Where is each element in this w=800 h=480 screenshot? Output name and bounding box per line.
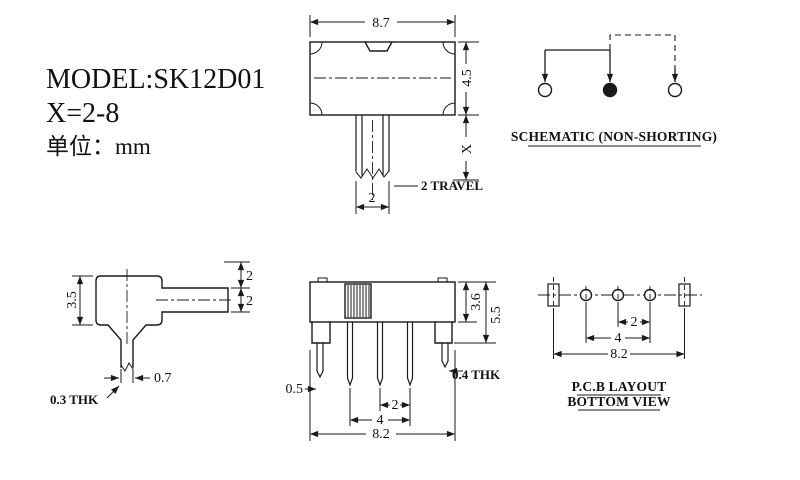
travel-label: 2 TRAVEL xyxy=(421,178,483,193)
dim-span: 4 xyxy=(377,413,384,428)
top-view-dimensions: 8.7 4.5 X 2 2 TRAVEL xyxy=(309,15,483,214)
x-range-label: X=2-8 xyxy=(46,98,119,129)
top-view-pins xyxy=(355,114,390,200)
dim-pitch: 2 xyxy=(392,398,399,413)
dim-top-width: 8.7 xyxy=(372,16,390,31)
side-body-outline xyxy=(95,275,229,368)
break-line xyxy=(120,362,134,372)
slider-knob xyxy=(344,283,372,319)
dim-pin-length-x: X xyxy=(460,144,475,154)
actuator-slot xyxy=(364,41,393,52)
switch-top-body xyxy=(309,41,456,116)
dim-pitch: 2 xyxy=(631,315,638,330)
dim-side-height: 3.5 xyxy=(65,291,80,309)
mounting-legs xyxy=(316,342,449,379)
dim-width: 8.2 xyxy=(610,347,628,362)
dim-offset: 2 xyxy=(246,269,253,284)
thickness-label: 0.3 THK xyxy=(50,392,99,407)
pcb-caption-line1: P.C.B LAYOUT xyxy=(572,379,667,394)
thickness-label: 0.4 THK xyxy=(452,367,501,382)
top-view: 8.7 4.5 X 2 2 TRAVEL xyxy=(309,15,483,214)
side-view-dimensions: 3.5 2 2 0.7 0.3 THK xyxy=(50,261,253,407)
corner-arcs xyxy=(309,41,456,116)
pcb-dimensions: 2 4 8.2 xyxy=(553,302,685,362)
dim-total-height: 5.5 xyxy=(489,306,504,324)
dim-actuator: 2 xyxy=(246,294,253,309)
terminal-pins xyxy=(346,321,414,387)
terminal-1-contact xyxy=(537,82,553,98)
schematic-caption: SCHEMATIC (NON-SHORTING) xyxy=(511,129,717,144)
front-view-dimensions: 3.6 5.5 0.5 0.4 THK 2 4 8.2 xyxy=(286,281,504,442)
pcb-caption-line2: BOTTOM VIEW xyxy=(567,394,671,409)
pcb-layout-view: 2 4 8.2 P.C.B LAYOUT BOTTOM VIEW xyxy=(538,277,702,411)
dim-pin-width: 0.5 xyxy=(286,382,304,397)
dim-top-height: 4.5 xyxy=(460,69,475,87)
model-label: MODEL:SK12D01 xyxy=(46,64,265,95)
terminal-common-contact xyxy=(602,82,618,98)
terminal-3-contact xyxy=(667,82,683,98)
break-line xyxy=(355,168,390,179)
title-block: MODEL:SK12D01 X=2-8 单位：mm xyxy=(46,64,265,159)
top-tabs xyxy=(317,277,448,282)
alternate-position-path xyxy=(609,34,676,68)
dim-span: 4 xyxy=(615,331,622,346)
dim-pin-span: 2 xyxy=(369,191,376,206)
unit-label: 单位：mm xyxy=(46,134,151,159)
front-view: 3.6 5.5 0.5 0.4 THK 2 4 8.2 xyxy=(286,277,504,442)
mounting-brackets xyxy=(311,321,453,344)
dim-body-height: 3.6 xyxy=(469,293,484,311)
side-view: 3.5 2 2 0.7 0.3 THK xyxy=(50,261,253,407)
dim-width: 8.2 xyxy=(372,427,390,442)
dim-pin-width: 0.7 xyxy=(154,371,172,386)
schematic-view: SCHEMATIC (NON-SHORTING) xyxy=(511,34,717,147)
front-body xyxy=(309,281,456,323)
